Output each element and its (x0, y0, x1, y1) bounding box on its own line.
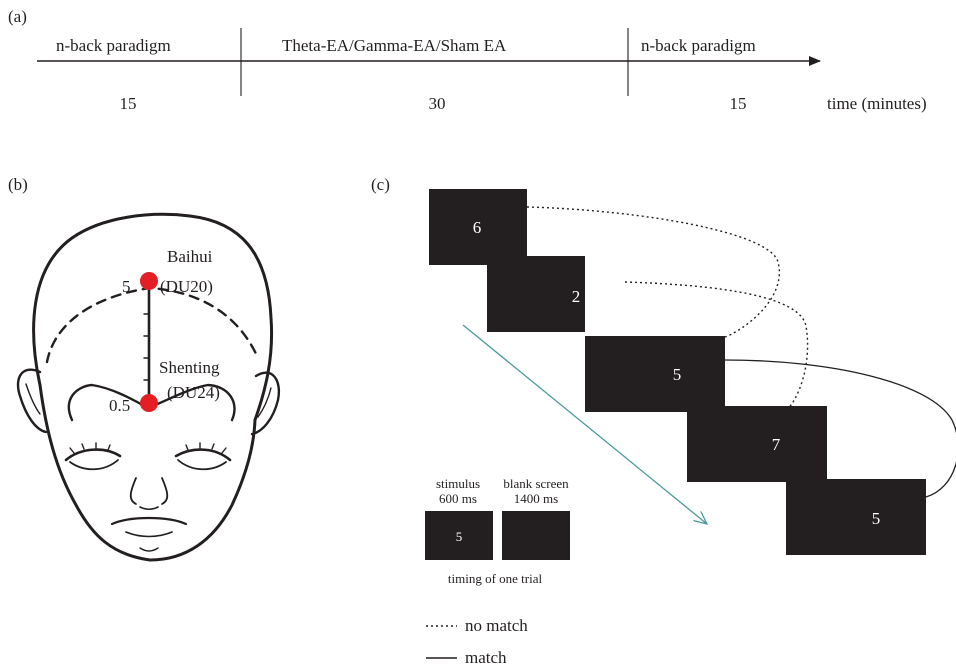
stimulus-square-5-back (828, 479, 926, 555)
segment-1-label: n-back paradigm (56, 36, 171, 55)
sequence-direction-arrow (462, 324, 707, 524)
baihui-tick-label: 5 (122, 277, 131, 296)
trial-caption: timing of one trial (448, 571, 543, 586)
panel-a-label: (a) (8, 7, 27, 26)
trial-stimulus-box (425, 511, 493, 560)
stimulus-square-4-back (729, 406, 827, 482)
stimulus-square-3-back (627, 336, 725, 412)
baihui-name: Baihui (167, 247, 213, 266)
panel-b-label: (b) (8, 175, 28, 194)
trial-stimulus-label: stimulus (436, 476, 480, 491)
stimulus-square-2 (487, 256, 585, 332)
segment-3-label: n-back paradigm (641, 36, 756, 55)
trial-blank-time: 1400 ms (514, 491, 558, 506)
shenting-code: (DU24) (167, 383, 220, 402)
panel-b: (b) (8, 175, 281, 562)
segment-3-duration: 15 (730, 94, 747, 113)
trial-blank-label: blank screen (503, 476, 569, 491)
panel-c: (c) 6 2 5 7 5 stimulus 600 ms blank scre… (371, 175, 956, 667)
shenting-point (140, 394, 158, 412)
stimulus-square-1 (429, 189, 527, 265)
stimulus-digit-1: 6 (473, 218, 482, 237)
panel-c-label: (c) (371, 175, 390, 194)
segment-2-duration: 30 (429, 94, 446, 113)
legend-match-label: match (465, 648, 507, 667)
head-sketch (16, 212, 281, 562)
segment-2-label: Theta-EA/Gamma-EA/Sham EA (282, 36, 507, 55)
stimulus-digit-5: 5 (872, 509, 881, 528)
shenting-tick-label: 0.5 (109, 396, 130, 415)
stimulus-digit-3: 5 (673, 365, 682, 384)
trial-stimulus-time: 600 ms (439, 491, 477, 506)
time-axis-label: time (minutes) (827, 94, 927, 113)
trial-example-digit: 5 (456, 529, 463, 544)
baihui-code: (DU20) (160, 277, 213, 296)
match-loop (724, 359, 956, 498)
shenting-name: Shenting (159, 358, 220, 377)
trial-blank-box (502, 511, 570, 560)
stimulus-digit-4: 7 (772, 435, 781, 454)
stimulus-digit-2: 2 (572, 287, 581, 306)
panel-a: (a) n-back paradigm Theta-EA/Gamma-EA/Sh… (8, 7, 927, 113)
segment-1-duration: 15 (120, 94, 137, 113)
baihui-point (140, 272, 158, 290)
legend-no-match-label: no match (465, 616, 528, 635)
no-match-loop-2 (624, 281, 809, 413)
